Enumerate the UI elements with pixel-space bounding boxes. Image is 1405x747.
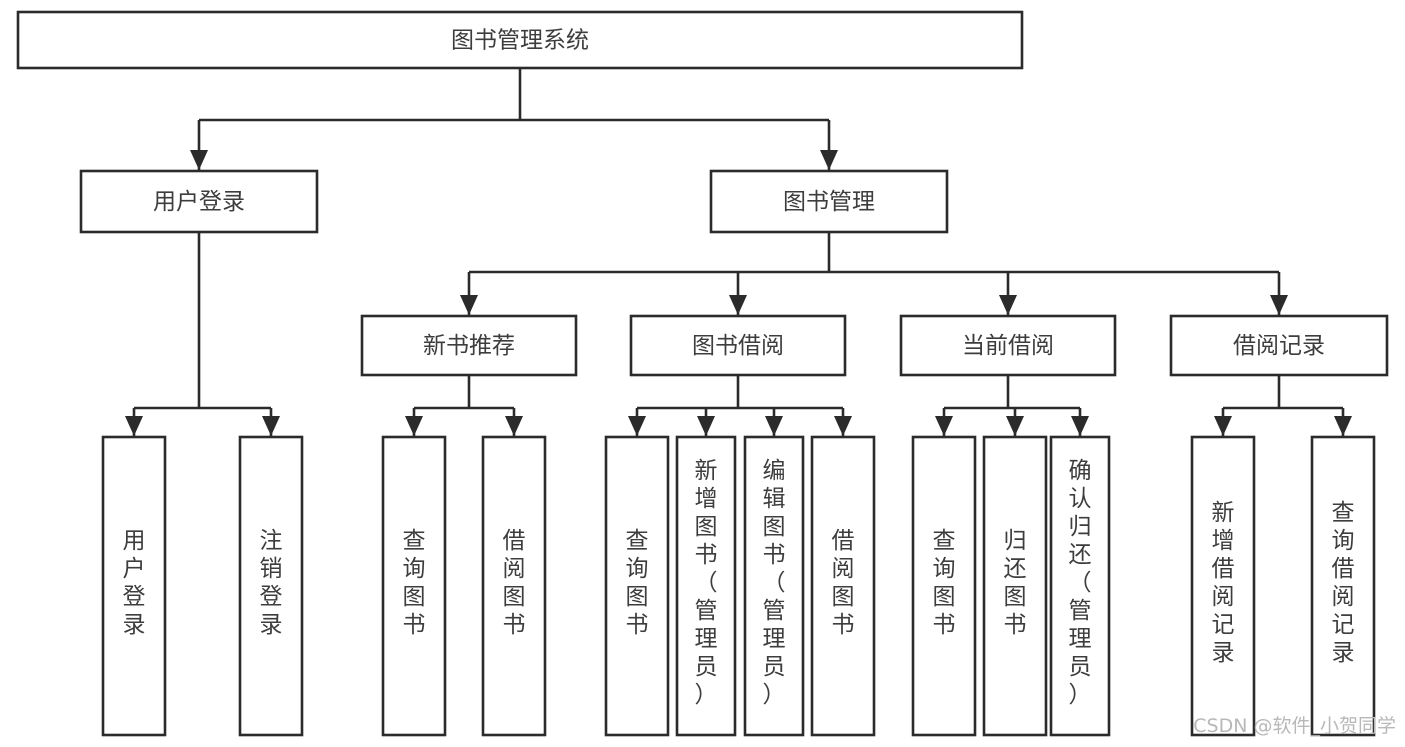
node-label: 新增图书（管理员） <box>695 458 718 708</box>
node-leaf-borrow-book[interactable]: 借阅图书 <box>810 435 876 737</box>
node-label: 归还图书 <box>1004 528 1027 638</box>
node-leaf-query-book-borrow[interactable]: 查询图书 <box>604 435 670 737</box>
node-leaf-add-book[interactable]: 新增图书（管理员） <box>675 435 737 737</box>
node-box[interactable] <box>604 435 670 737</box>
node-label: 借阅记录 <box>1233 333 1325 359</box>
node-label: 图书借阅 <box>692 333 784 359</box>
connector-edges-layer <box>125 68 1352 436</box>
node-label: 用户登录 <box>153 189 245 215</box>
connector-group <box>190 68 838 170</box>
arrow-head-icon <box>1071 416 1089 436</box>
arrow-head-icon <box>405 416 423 436</box>
arrow-head-icon <box>697 416 715 436</box>
connector-group <box>935 375 1089 436</box>
node-label: 图书管理系统 <box>451 28 589 54</box>
node-label: 查询图书 <box>933 528 956 638</box>
node-box[interactable] <box>629 314 847 377</box>
node-leaf-query-book-current[interactable]: 查询图书 <box>911 435 977 737</box>
node-label: 借阅图书 <box>503 528 526 638</box>
node-label: 图书管理 <box>783 189 875 215</box>
node-book-manage[interactable]: 图书管理 <box>709 169 949 234</box>
arrow-head-icon <box>628 416 646 436</box>
node-box[interactable] <box>79 169 319 234</box>
node-label: 编辑图书（管理员） <box>763 458 786 708</box>
diagram-nodes-layer: 图书管理系统用户登录图书管理新书推荐图书借阅当前借阅借阅记录用户登录注销登录查询… <box>16 10 1389 737</box>
node-box[interactable] <box>481 435 547 737</box>
arrow-head-icon <box>460 295 478 315</box>
node-leaf-edit-book[interactable]: 编辑图书（管理员） <box>743 435 805 737</box>
node-box[interactable] <box>709 169 949 234</box>
node-box[interactable] <box>1190 435 1256 737</box>
node-box[interactable] <box>743 435 805 737</box>
csdn-watermark: CSDN @软件_小贺同学 <box>1193 715 1396 737</box>
node-leaf-query-book-rec[interactable]: 查询图书 <box>381 435 447 737</box>
arrow-head-icon <box>125 416 143 436</box>
node-box[interactable] <box>1310 435 1376 737</box>
arrow-head-icon <box>834 416 852 436</box>
arrow-head-icon <box>1006 416 1024 436</box>
node-root[interactable]: 图书管理系统 <box>16 10 1024 70</box>
node-book-borrow[interactable]: 图书借阅 <box>629 314 847 377</box>
node-label: 新书推荐 <box>423 333 515 359</box>
connector-group <box>460 232 1288 315</box>
node-leaf-confirm-return[interactable]: 确认归还（管理员） <box>1049 435 1111 737</box>
node-leaf-query-borrow-record[interactable]: 查询借阅记录 <box>1310 435 1376 737</box>
node-current-borrow[interactable]: 当前借阅 <box>899 314 1117 377</box>
node-leaf-user-login[interactable]: 用户登录 <box>101 435 167 737</box>
arrow-head-icon <box>999 295 1017 315</box>
arrow-head-icon <box>765 416 783 436</box>
arrow-head-icon <box>262 416 280 436</box>
node-label: 查询图书 <box>403 528 426 638</box>
node-user-login[interactable]: 用户登录 <box>79 169 319 234</box>
node-box[interactable] <box>360 314 578 377</box>
node-box[interactable] <box>982 435 1048 737</box>
arrow-head-icon <box>190 150 208 170</box>
node-leaf-user-logout[interactable]: 注销登录 <box>238 435 304 737</box>
node-box[interactable] <box>16 10 1024 70</box>
connector-group <box>405 375 523 436</box>
node-label: 新增借阅记录 <box>1212 500 1235 666</box>
node-box[interactable] <box>675 435 737 737</box>
node-leaf-borrow-book-rec[interactable]: 借阅图书 <box>481 435 547 737</box>
node-box[interactable] <box>1169 314 1389 377</box>
node-box[interactable] <box>810 435 876 737</box>
node-new-book-rec[interactable]: 新书推荐 <box>360 314 578 377</box>
arrow-head-icon <box>1270 295 1288 315</box>
node-label: 确认归还（管理员） <box>1069 458 1092 708</box>
node-label: 用户登录 <box>123 528 146 638</box>
arrow-head-icon <box>935 416 953 436</box>
arrow-head-icon <box>1334 416 1352 436</box>
node-leaf-add-borrow-record[interactable]: 新增借阅记录 <box>1190 435 1256 737</box>
node-box[interactable] <box>899 314 1117 377</box>
arrow-head-icon <box>1214 416 1232 436</box>
node-label: 当前借阅 <box>962 333 1054 359</box>
arrow-head-icon <box>505 416 523 436</box>
node-label: 查询图书 <box>626 528 649 638</box>
node-box[interactable] <box>911 435 977 737</box>
node-box[interactable] <box>101 435 167 737</box>
arrow-head-icon <box>820 150 838 170</box>
connector-group <box>1214 375 1352 436</box>
arrow-head-icon <box>729 295 747 315</box>
node-label: 查询借阅记录 <box>1332 500 1355 666</box>
node-label: 借阅图书 <box>832 528 855 638</box>
node-box[interactable] <box>238 435 304 737</box>
connector-group <box>125 232 280 436</box>
connector-group <box>628 375 852 436</box>
node-label: 注销登录 <box>260 528 283 638</box>
node-borrow-record[interactable]: 借阅记录 <box>1169 314 1389 377</box>
node-leaf-return-book[interactable]: 归还图书 <box>982 435 1048 737</box>
node-box[interactable] <box>1049 435 1111 737</box>
node-box[interactable] <box>381 435 447 737</box>
